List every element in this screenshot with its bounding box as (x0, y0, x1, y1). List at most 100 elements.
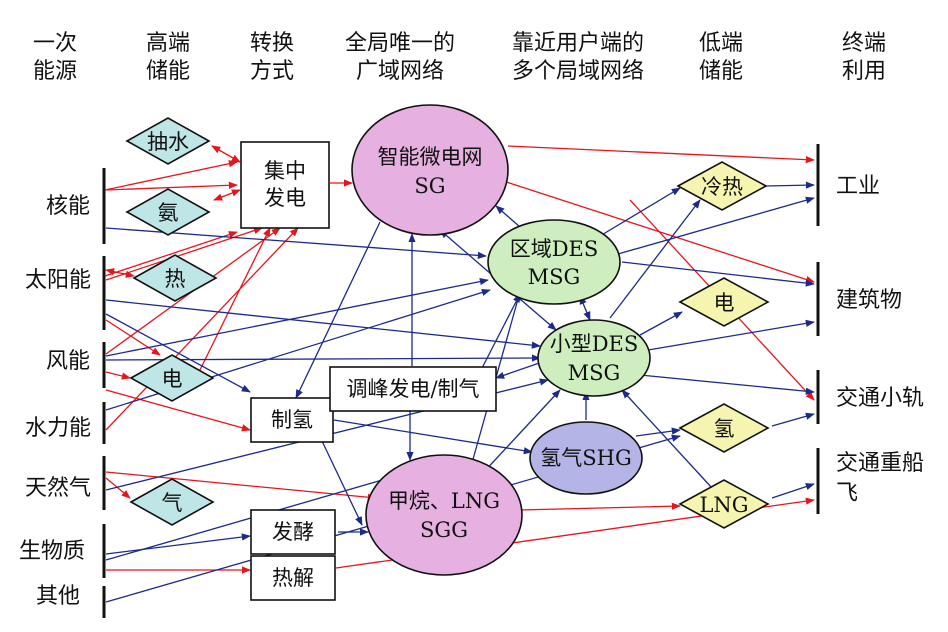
node-smart-grid-sg: 智能微电网 SG (351, 104, 509, 236)
node-regional-des-msg: 区域DES MSG (487, 219, 621, 305)
header-global-network-line2: 广域网络 (356, 59, 444, 84)
source-label-wind: 风能 (46, 349, 90, 374)
storage-gas: 气 (129, 478, 215, 526)
storage-heat: 热 (132, 254, 218, 302)
svg-text:小型DES: 小型DES (550, 332, 639, 356)
header-low-storage-line1: 低端 (699, 31, 743, 56)
flow-small-to-cool (609, 199, 701, 319)
flow-sgg-to-lng (519, 502, 681, 511)
flow-msg-to-cool (599, 187, 681, 237)
low-storage: 冷热 电 氢 LNG (676, 161, 770, 529)
blue-flows (105, 181, 815, 603)
box-fermentation: 发酵 (250, 509, 336, 555)
flow-solar-to-msg (105, 299, 541, 349)
red-flows (104, 145, 815, 574)
flow-wind-to-msg-region (105, 278, 489, 357)
flow-hydrogen-to-light (771, 412, 815, 427)
flow-h2-to-shg (333, 419, 533, 455)
source-label-gas: 天然气 (25, 476, 91, 501)
flow-sg-to-h2 (295, 221, 381, 399)
storage-low-electric: 电 (678, 277, 770, 327)
svg-text:MSG: MSG (568, 361, 621, 385)
flow-wind-to-h2 (105, 389, 251, 432)
flow-sgg-to-small (481, 389, 561, 475)
svg-text:调峰发电/制气: 调峰发电/制气 (346, 377, 479, 401)
svg-text:LNG: LNG (699, 493, 748, 517)
flow-msg-to-building (621, 261, 815, 287)
end-label-light-transport: 交通小轨 (836, 386, 924, 411)
header-local-networks-line2: 多个局域网络 (512, 59, 644, 84)
flow-solar-to-h2 (105, 313, 251, 393)
flow-hydro-to-plant (105, 227, 299, 431)
end-label-industry: 工业 (836, 174, 880, 199)
flow-nuclear-to-pump (104, 160, 238, 191)
box-peak-shaving: 调峰发电/制气 (329, 366, 497, 412)
storage-electric: 电 (129, 354, 215, 402)
svg-text:SGG: SGG (420, 518, 468, 542)
svg-text:电: 电 (162, 367, 183, 391)
svg-text:发酵: 发酵 (272, 520, 314, 544)
flow-small-to-light (639, 374, 815, 395)
red-bidirectional (105, 145, 241, 278)
storage-hydrogen: 氢 (678, 403, 770, 453)
high-storage: 抽水 氨 热 电 气 (125, 117, 218, 526)
source-label-biomass: 生物质 (19, 539, 85, 564)
source-label-solar: 太阳能 (25, 268, 91, 293)
svg-text:氢: 氢 (714, 417, 735, 441)
header-end-use-line2: 利用 (842, 59, 886, 84)
source-labels: 核能 太阳能 风能 水力能 天然气 生物质 其他 (19, 194, 91, 609)
box-pyrolysis: 热解 (250, 555, 336, 601)
header-end-use-line1: 终端 (842, 31, 886, 56)
flow-wind-to-electric (105, 371, 131, 380)
flow-msg-to-industry (617, 196, 815, 255)
svg-text:冷热: 冷热 (701, 175, 743, 199)
node-methane-sgg: 甲烷、LNG SGG (365, 454, 523, 576)
flow-gas-to-sgg (105, 471, 377, 501)
conversion-boxes: 集中 发电 制氢 调峰发电/制气 发酵 热解 (240, 141, 497, 601)
flow-electric-to-plant (195, 227, 271, 379)
header-conversion-line2: 方式 (250, 59, 294, 84)
svg-text:热解: 热解 (272, 566, 314, 590)
flow-biomass-to-ferment (105, 533, 251, 555)
svg-text:甲烷、LNG: 甲烷、LNG (388, 489, 500, 513)
end-label-heavy-transport: 交通重船 (836, 451, 924, 476)
source-label-nuclear: 核能 (46, 194, 90, 219)
svg-text:抽水: 抽水 (147, 130, 189, 154)
box-central-power: 集中 发电 (240, 141, 330, 229)
header-high-storage-line1: 高端 (146, 31, 190, 56)
header-primary-energy-line2: 能源 (33, 59, 77, 84)
flow-heat-solar (105, 268, 135, 278)
flow-peak-to-msg (479, 293, 521, 373)
svg-text:氢气SHG: 氢气SHG (540, 446, 631, 470)
end-label-building: 建筑物 (836, 288, 902, 313)
flow-nuclear-to-ammonia (104, 181, 238, 191)
flow-small-to-building (647, 319, 815, 351)
header-high-storage-line2: 储能 (146, 59, 190, 84)
svg-text:MSG: MSG (528, 265, 581, 289)
flow-shg-to-hydrogen (635, 427, 681, 437)
svg-text:区域DES: 区域DES (510, 237, 599, 261)
svg-text:制氢: 制氢 (271, 408, 313, 432)
svg-text:电: 电 (714, 291, 735, 315)
header-global-network-line1: 全局唯一的 (345, 31, 455, 56)
flow-cool-to-industry (765, 181, 815, 189)
header-conversion-line1: 转换 (250, 31, 294, 56)
svg-text:氨: 氨 (158, 201, 179, 225)
networks: 智能微电网 SG 区域DES MSG 小型DES MSG 氢气SHG 甲烷、LN… (351, 104, 651, 576)
node-small-des-msg: 小型DES MSG (537, 319, 651, 397)
svg-text:智能微电网: 智能微电网 (378, 145, 483, 169)
end-use-labels: 工业 建筑物 交通小轨 交通重船 飞 (836, 174, 924, 506)
source-label-other: 其他 (36, 584, 80, 609)
source-label-hydro: 水力能 (25, 416, 91, 441)
flow-sg-to-building (499, 179, 815, 283)
column-headers: 一次 能源 高端 储能 转换 方式 全局唯一的 广域网络 靠近用户端的 多个局域… (33, 31, 886, 84)
svg-text:气: 气 (162, 491, 183, 515)
header-low-storage-line2: 储能 (699, 59, 743, 84)
svg-text:集中: 集中 (264, 159, 306, 183)
flow-lng-to-small (621, 389, 713, 489)
storage-ammonia: 氨 (125, 188, 211, 236)
flow-lng-to-heavy (771, 483, 815, 499)
flow-gas-to-gasstore (105, 477, 131, 499)
